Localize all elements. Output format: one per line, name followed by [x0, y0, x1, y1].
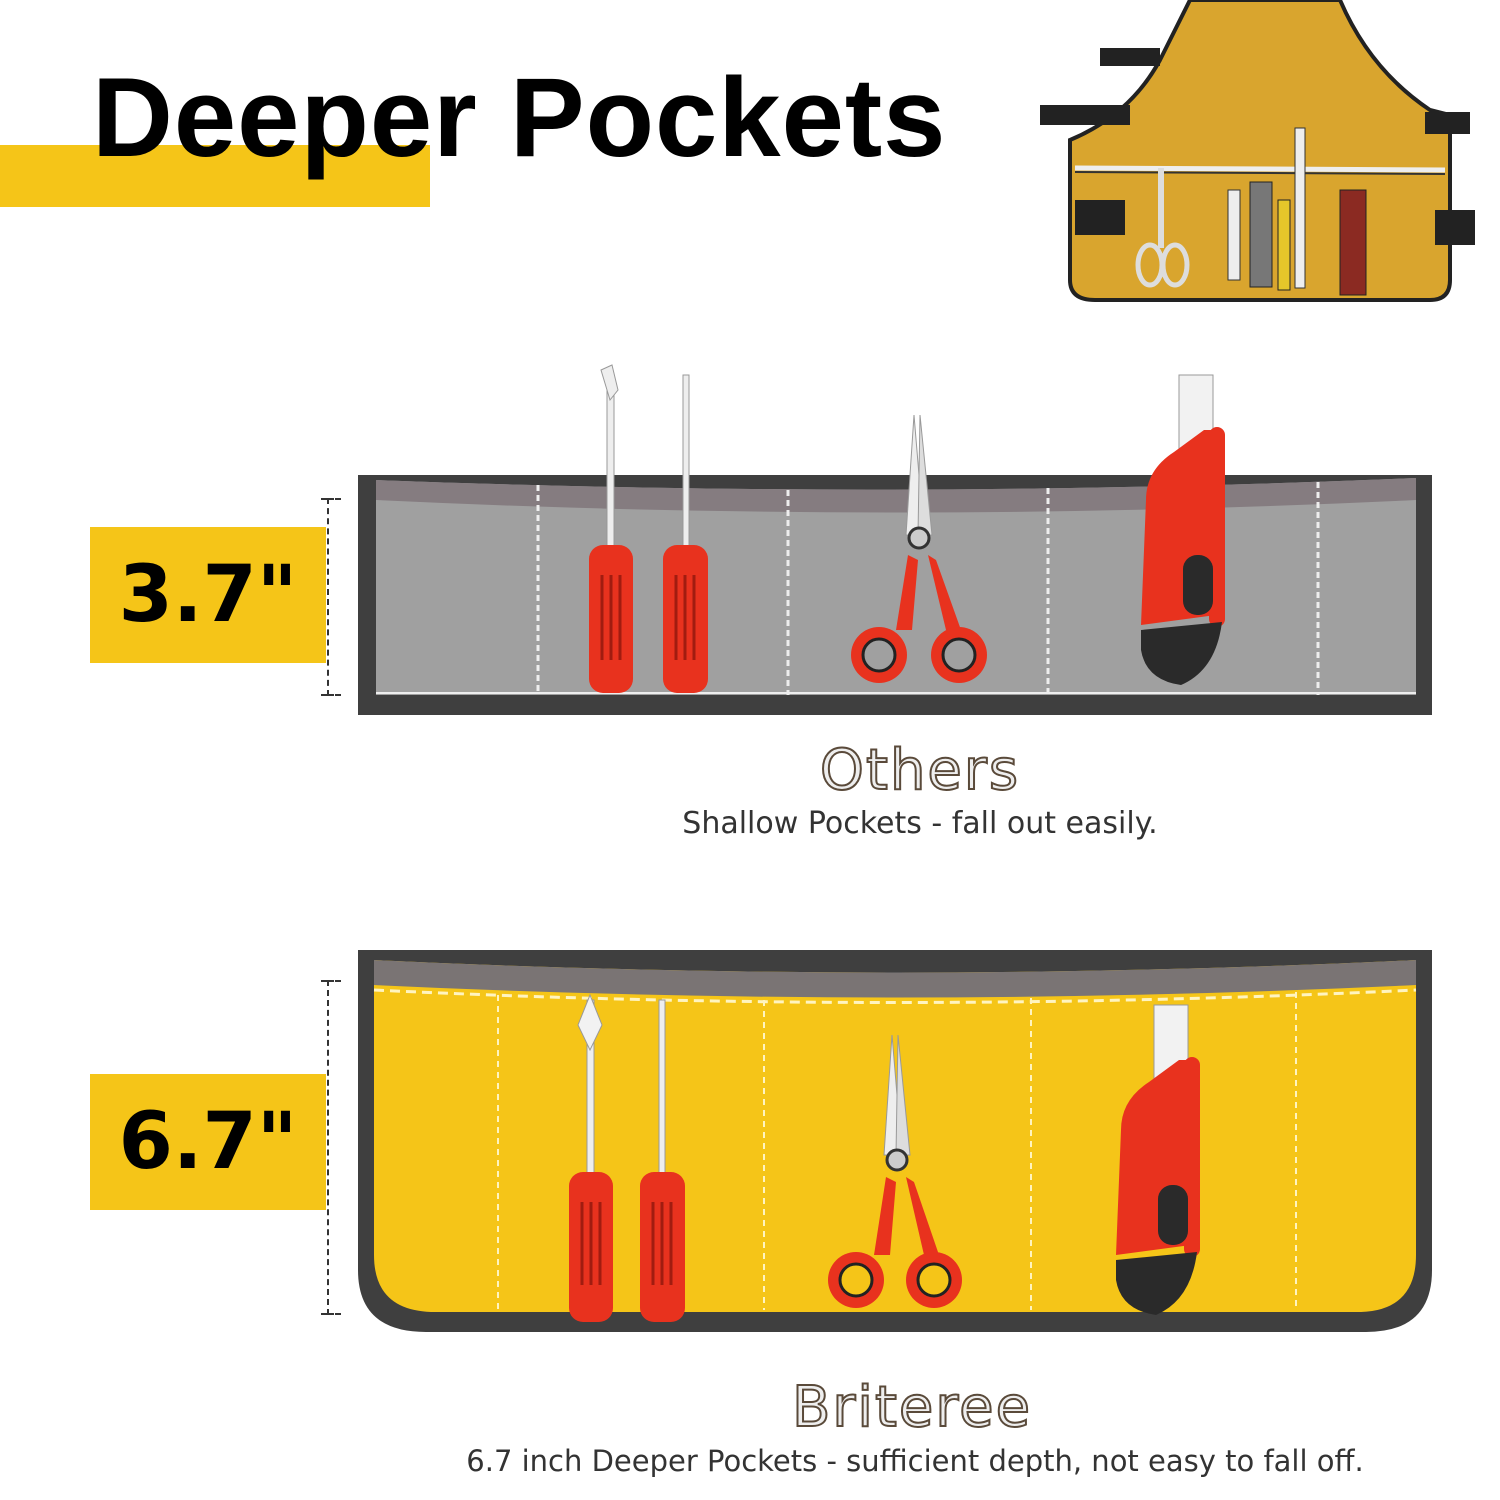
utility-knife-icon	[1116, 1004, 1200, 1315]
scissors-icon	[828, 1034, 962, 1308]
apron-product-image	[1040, 0, 1500, 320]
others-pocket-illustration	[356, 360, 1436, 720]
briteree-brand-label: Briteree	[791, 1374, 1033, 1441]
others-brand-label: Others	[819, 737, 1021, 804]
screwdriver-flat-icon	[589, 364, 633, 693]
title-highlight-bar	[0, 145, 430, 207]
page-title: Deeper Pockets	[92, 55, 947, 180]
screwdriver-flat-icon	[569, 993, 613, 1322]
briteree-pocket-illustration	[356, 940, 1436, 1340]
briteree-depth-badge: 6.7"	[90, 1074, 326, 1210]
screwdriver-phillips-icon	[640, 999, 685, 1322]
scissors-icon	[851, 414, 987, 683]
others-description: Shallow Pockets - fall out easily.	[682, 806, 1158, 841]
screwdriver-phillips-icon	[663, 374, 708, 693]
briteree-depth-measure-line	[321, 980, 341, 1315]
briteree-description: 6.7 inch Deeper Pockets - sufficient dep…	[466, 1444, 1364, 1478]
others-depth-badge: 3.7"	[90, 527, 326, 663]
others-depth-measure-line	[321, 498, 341, 696]
utility-knife-icon	[1141, 374, 1225, 685]
